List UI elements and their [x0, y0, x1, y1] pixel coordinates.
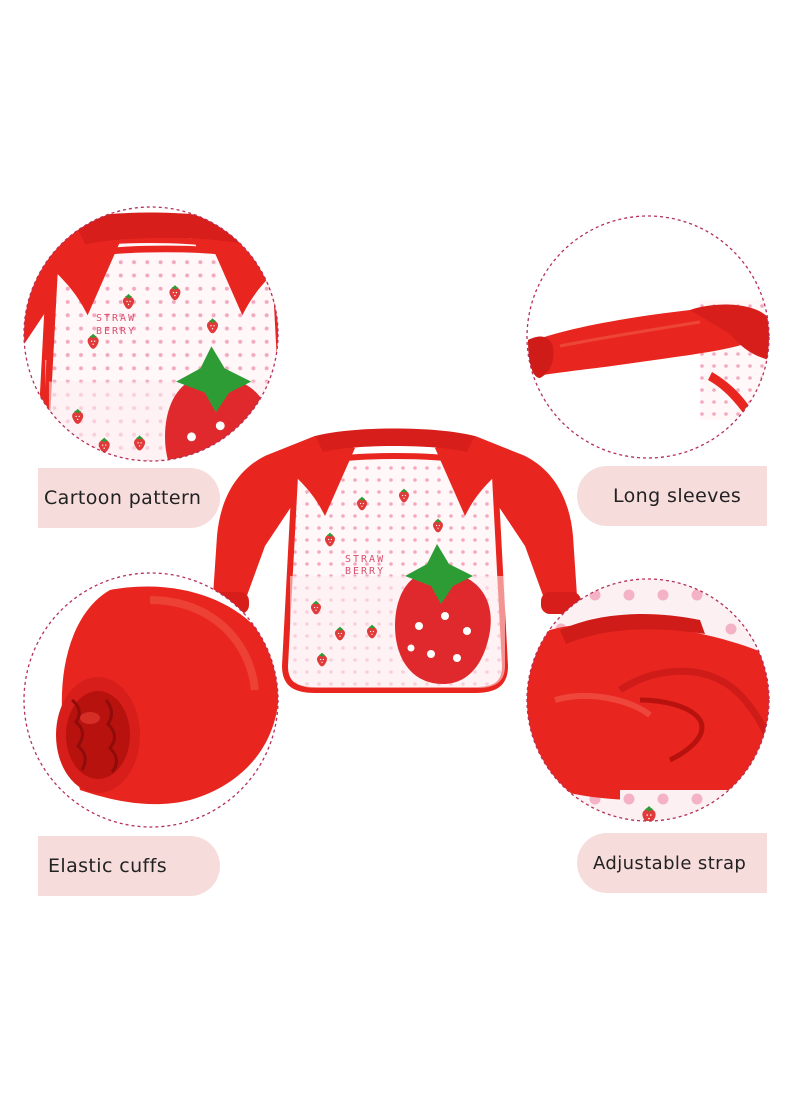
bib-product-image: STRAW BERRY	[209, 429, 581, 691]
svg-text:BERRY: BERRY	[96, 326, 136, 337]
long-sleeves-label: Long sleeves	[577, 466, 767, 526]
print-text-line1: STRAW	[345, 554, 385, 565]
cartoon-pattern-detail: STRAW BERRY	[23, 206, 279, 462]
elastic-cuffs-label: Elastic cuffs	[38, 836, 220, 896]
cartoon-pattern-label: Cartoon pattern	[38, 468, 220, 528]
adjustable-strap-detail	[526, 578, 770, 822]
long-sleeves-detail	[526, 215, 770, 459]
svg-text:STRAW: STRAW	[96, 313, 136, 324]
adjustable-strap-label: Adjustable strap	[577, 833, 767, 893]
print-text-line2: BERRY	[345, 566, 385, 577]
elastic-cuffs-detail	[23, 572, 279, 828]
